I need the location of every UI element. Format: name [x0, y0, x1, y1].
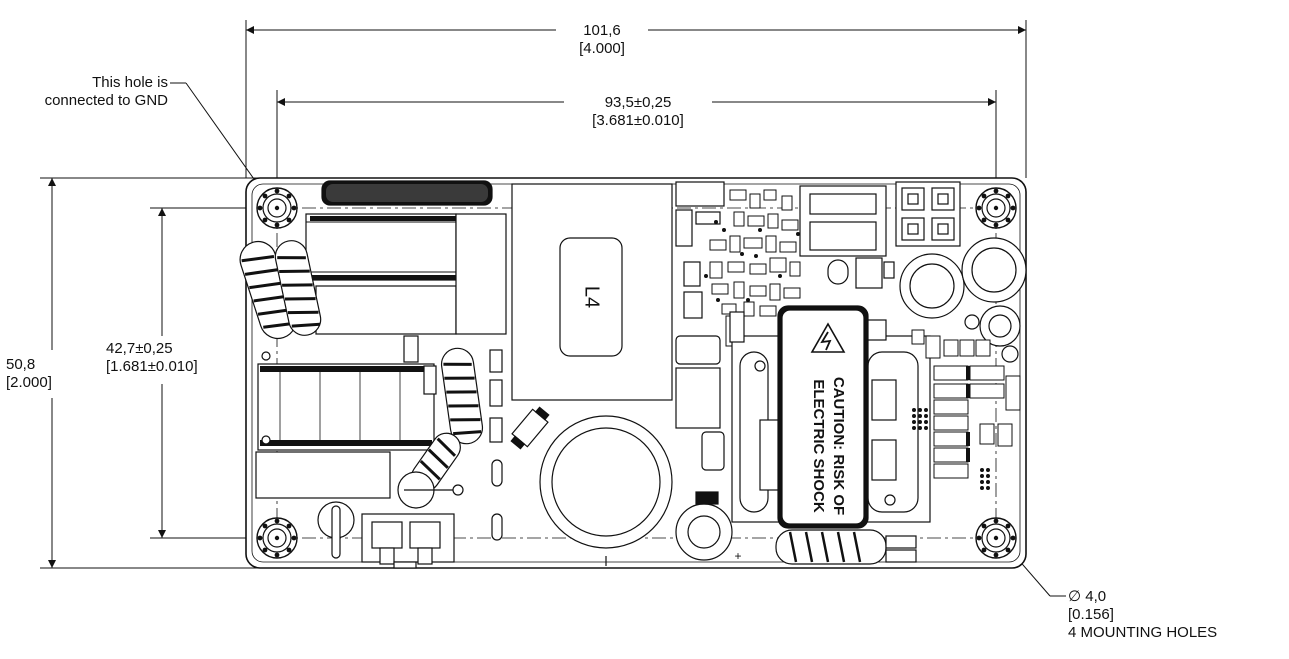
overall-height-metric: 50,8	[6, 356, 36, 373]
hole-spacing-x-label: 93,5±0,25 [3.681±0.010]	[564, 94, 712, 130]
hole-diameter-imperial: [0.156]	[1068, 606, 1114, 623]
hole-spacing-y-imperial: [1.681±0.010]	[106, 358, 198, 375]
mounting-hole-bottom-left	[256, 517, 298, 559]
pcb-components	[239, 180, 1027, 569]
hole-spacing-x-imperial: [3.681±0.010]	[592, 112, 684, 129]
inductor-label: L4	[581, 286, 603, 308]
hole-spacing-y-label: 42,7±0,25 [1.681±0.010]	[106, 340, 198, 376]
gnd-hole-note-line1: This hole is	[92, 74, 168, 91]
overall-width-imperial: [4.000]	[579, 40, 625, 57]
mounting-hole-top-left	[256, 187, 298, 229]
hole-diameter-label: ∅ 4,0 [0.156] 4 MOUNTING HOLES	[1068, 588, 1217, 642]
hole-spacing-y-metric: 42,7±0,25	[106, 340, 173, 357]
overall-height-label: 50,8 [2.000]	[6, 356, 52, 392]
overall-height-imperial: [2.000]	[6, 374, 52, 391]
gnd-hole-note: This hole is connected to GND	[0, 74, 168, 110]
gnd-hole-note-line2: connected to GND	[44, 92, 168, 109]
mounting-hole-bottom-right	[975, 517, 1017, 559]
overall-width-label: 101,6 [4.000]	[556, 22, 648, 58]
warning-text-line1: CAUTION: RISK OF	[830, 377, 847, 515]
polarity-mark: +	[734, 549, 741, 563]
hole-spacing-x-metric: 93,5±0,25	[604, 94, 672, 111]
warning-text-line2: ELECTRIC SHOCK	[810, 379, 827, 513]
mounting-hole-top-right	[975, 187, 1017, 229]
overall-width-metric: 101,6	[583, 22, 621, 39]
hole-diameter-metric: ∅ 4,0	[1068, 588, 1107, 605]
hole-diameter-note: 4 MOUNTING HOLES	[1068, 624, 1218, 641]
